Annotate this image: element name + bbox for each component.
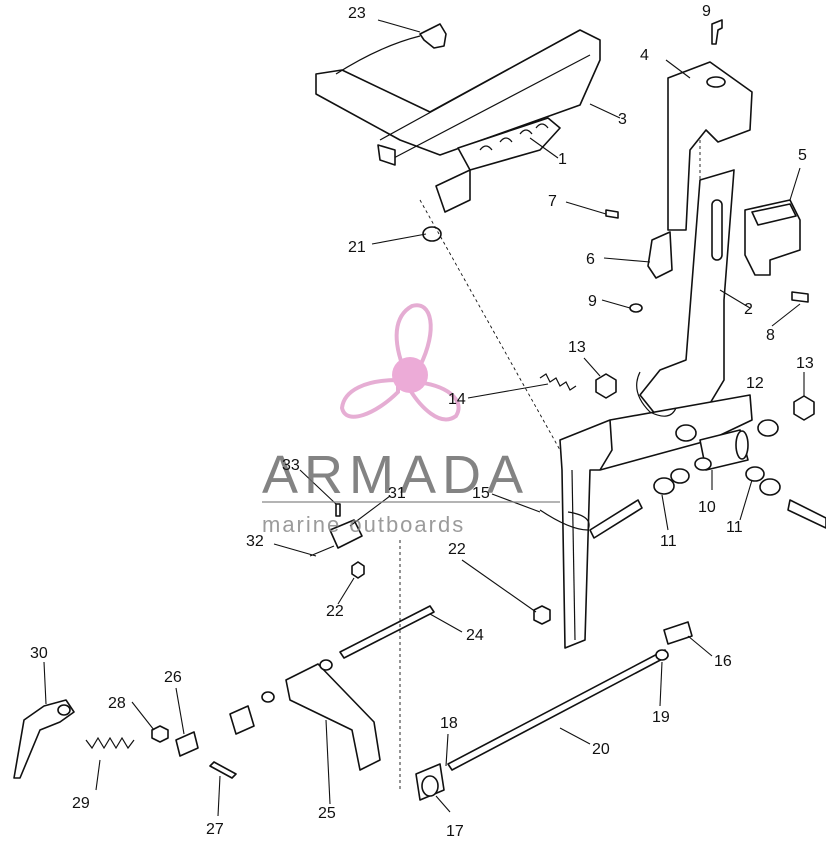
part-8-pin — [791, 291, 809, 303]
part-22-nut-left — [351, 561, 365, 579]
part-22-nut-right — [533, 605, 551, 625]
callout-19: 19 — [652, 709, 670, 726]
callout-22-right: 22 — [448, 541, 466, 558]
callout-4: 4 — [640, 47, 649, 64]
part-32-pin — [309, 545, 335, 557]
callout-31: 31 — [388, 485, 406, 502]
leader-lines — [43, 19, 805, 817]
part-26-clamp — [175, 705, 255, 757]
part-9-washer — [629, 303, 643, 313]
callout-11-left: 11 — [660, 533, 677, 550]
callout-9-mid: 9 — [588, 293, 597, 310]
part-13-nut-right — [793, 395, 815, 421]
callout-17: 17 — [446, 823, 464, 838]
callout-30: 30 — [30, 645, 48, 662]
callout-7: 7 — [548, 193, 557, 210]
part-13-nut-left — [595, 373, 617, 399]
part-14-spring — [539, 373, 577, 391]
part-4-cap — [667, 61, 753, 231]
callout-16: 16 — [714, 653, 732, 670]
callout-23: 23 — [348, 5, 366, 22]
part-1-comb-bracket — [435, 117, 561, 213]
callout-21: 21 — [348, 239, 366, 256]
callout-13-left: 13 — [568, 339, 586, 356]
callout-12: 12 — [746, 375, 764, 392]
part-16-rod-end — [663, 621, 693, 645]
callout-24: 24 — [466, 627, 484, 644]
part-27-bolt — [209, 761, 237, 779]
callout-15: 15 — [472, 485, 490, 502]
bolt-left — [589, 499, 643, 539]
callout-labels: 1 2 3 4 5 6 7 8 9 9 10 11 11 12 13 13 14… — [30, 3, 814, 840]
part-6-clip — [647, 231, 673, 279]
callout-11-right: 11 — [726, 519, 743, 536]
callout-10: 10 — [698, 499, 716, 516]
part-17-ball-joint — [415, 763, 445, 801]
part-23-connector — [335, 23, 447, 75]
callout-6: 6 — [586, 251, 595, 268]
propeller-logo-icon — [339, 303, 461, 422]
control-arm-lower — [559, 394, 753, 649]
callout-8: 8 — [766, 327, 775, 344]
callout-26: 26 — [164, 669, 182, 686]
part-24-threaded-rod — [339, 605, 435, 659]
bolt-right — [787, 499, 826, 529]
part-30-bracket — [13, 699, 75, 779]
callout-3: 3 — [618, 111, 627, 128]
callout-1: 1 — [558, 151, 567, 168]
callout-27: 27 — [206, 821, 224, 838]
callout-29: 29 — [72, 795, 90, 812]
callout-5: 5 — [798, 147, 807, 164]
assembly-line — [419, 199, 561, 451]
part-15-cable — [539, 371, 677, 531]
watermark-brand: ARMADA — [262, 445, 529, 505]
part-5-socket — [744, 199, 801, 276]
callout-18: 18 — [440, 715, 458, 732]
callout-32: 32 — [246, 533, 264, 550]
part-31-clip — [329, 519, 363, 549]
callout-20: 20 — [592, 741, 610, 758]
part-2-arm — [639, 169, 735, 421]
part-9-screw — [711, 19, 723, 45]
part-29-spring — [85, 736, 135, 750]
part-20-rod — [447, 649, 669, 771]
part-3-cross-member — [315, 29, 601, 166]
part-19-nut — [655, 649, 669, 661]
callout-22-left: 22 — [326, 603, 344, 620]
part-25-bracket — [261, 659, 381, 771]
callout-25: 25 — [318, 805, 336, 822]
callout-13-right: 13 — [796, 355, 814, 372]
part-28-nut — [151, 725, 169, 743]
part-11-washers — [653, 419, 781, 496]
callout-2: 2 — [744, 301, 753, 318]
callout-33: 33 — [282, 457, 300, 474]
callout-9-top: 9 — [702, 3, 711, 20]
watermark-tagline: marine outboards — [262, 512, 465, 537]
callout-28: 28 — [108, 695, 126, 712]
callout-14: 14 — [448, 391, 466, 408]
part-7-screw — [605, 209, 619, 219]
part-33-pin — [335, 503, 341, 517]
